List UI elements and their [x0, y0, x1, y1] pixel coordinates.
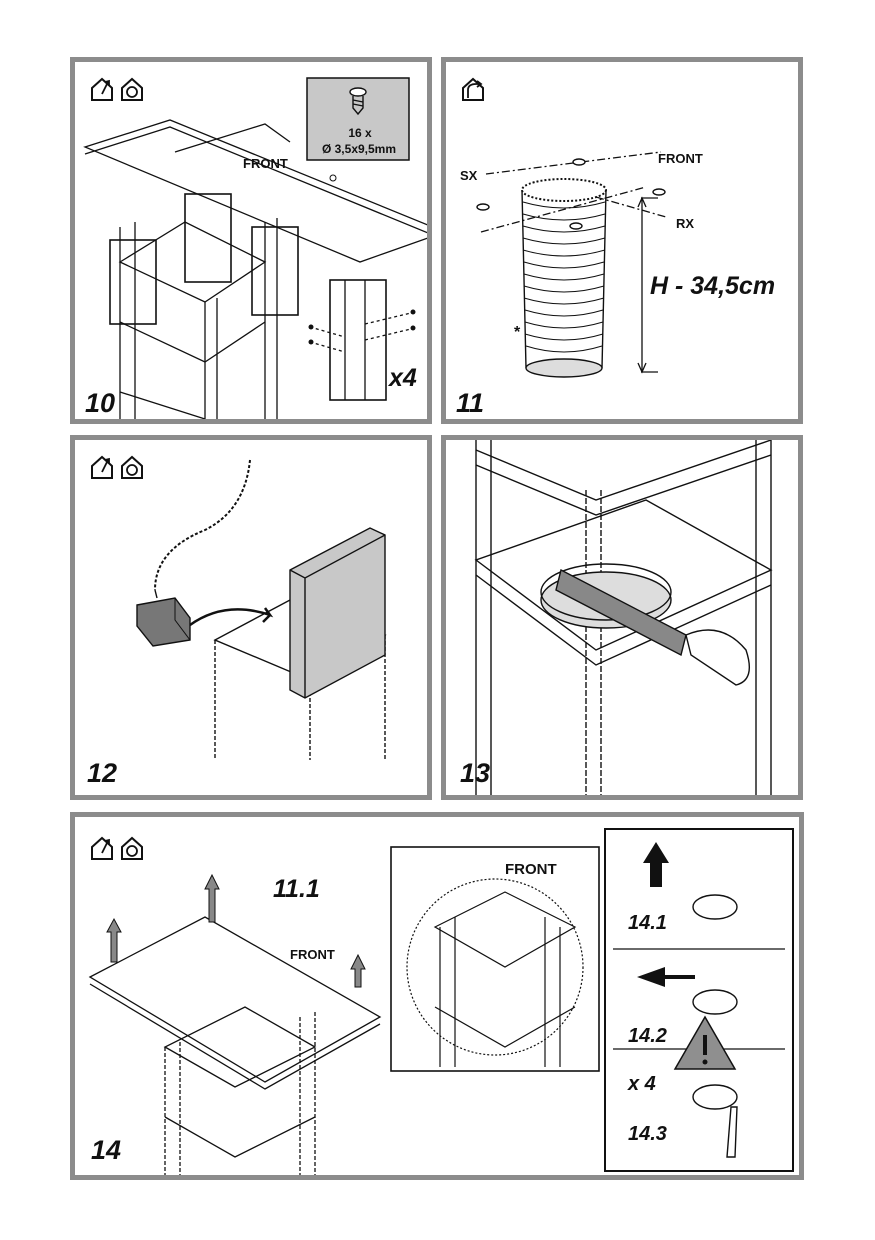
step-14-illustration	[88, 828, 794, 1175]
step-number: 14	[91, 1135, 122, 1165]
house-recirculation-icon	[121, 836, 143, 860]
step-11-illustration	[476, 151, 667, 378]
step-number: 10	[85, 388, 116, 418]
reference-step-label: 11.1	[273, 875, 320, 903]
arrow-left-icon	[637, 967, 695, 987]
house-exhaust-icon	[91, 455, 113, 479]
arrow-up-icon	[643, 842, 669, 887]
height-label: H - 34,5cm	[650, 272, 776, 300]
multiplier-label: x 4	[628, 1073, 656, 1095]
step-12-illustration	[136, 459, 387, 760]
house-recirculation-icon	[121, 455, 143, 479]
detail-front-label: FRONT	[505, 861, 557, 878]
step-number: 12	[87, 758, 118, 788]
screw-size: Ø 3,5x9,5mm	[321, 142, 397, 156]
left-side-label: SX	[460, 168, 478, 183]
screw-icon-group	[308, 174, 416, 345]
house-exhaust-icon	[91, 836, 113, 860]
step-10-panel: 16 x Ø 3,5x9,5mm FRONT x4 10	[70, 57, 432, 424]
step-13-panel: 13	[441, 435, 803, 800]
install-mode-icons	[89, 835, 145, 861]
screw-icon	[349, 87, 367, 116]
screw-icon-group	[476, 158, 666, 230]
house-exhaust-icon	[462, 77, 484, 101]
screwdriver-icon	[726, 1106, 738, 1158]
arrow-up-icon-group	[106, 873, 366, 988]
front-label: FRONT	[658, 151, 703, 166]
asterisk-note: *	[514, 324, 521, 341]
step-11-panel: FRONT SX RX H - 34,5cm * 11	[441, 57, 803, 424]
front-label: FRONT	[290, 947, 335, 962]
bracket-screws	[692, 894, 738, 1110]
step-number: 13	[460, 758, 491, 788]
step-12-panel: 12	[70, 435, 432, 800]
step-10-illustration	[83, 77, 427, 419]
power-plug	[136, 597, 191, 647]
multiplier-label: x4	[389, 364, 417, 392]
install-mode-icons	[89, 76, 145, 102]
screw-quantity: 16 x	[348, 126, 372, 140]
sub-step-14-3: 14.3	[628, 1123, 667, 1145]
step-number: 11	[456, 388, 485, 418]
step-13-illustration	[474, 440, 773, 795]
house-recirculation-icon	[121, 77, 143, 101]
sub-step-14-2: 14.2	[628, 1025, 667, 1047]
install-mode-icons	[89, 454, 145, 480]
step-14-panel: 11.1 FRONT FRONT 14.1 14.2 x 4 14.3 14	[70, 812, 804, 1180]
sub-step-14-1: 14.1	[628, 912, 667, 934]
install-mode-icons	[460, 76, 486, 102]
front-label: FRONT	[243, 156, 288, 171]
house-exhaust-icon	[91, 77, 113, 101]
duct-ribs	[522, 201, 606, 353]
right-side-label: RX	[676, 216, 695, 231]
warning-icon	[673, 1015, 737, 1070]
